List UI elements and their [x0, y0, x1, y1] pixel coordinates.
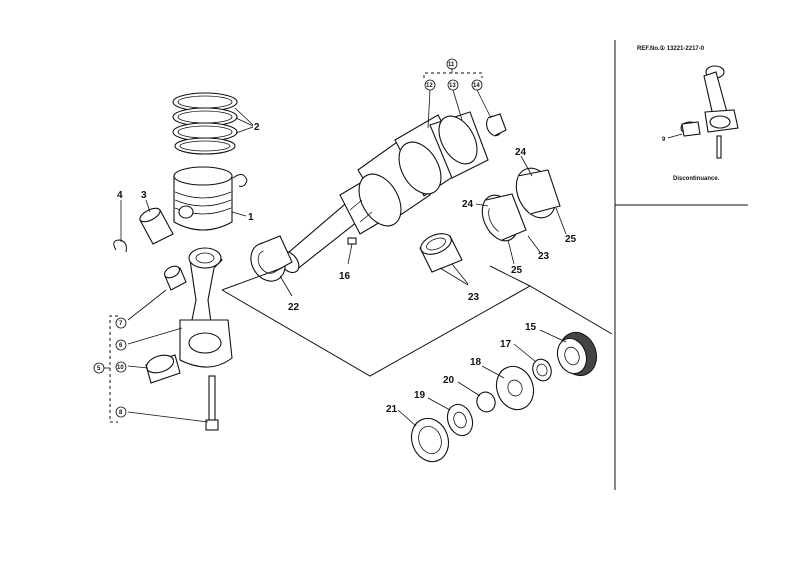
callout-18: 18 — [470, 357, 482, 368]
callout-19: 19 — [414, 390, 426, 401]
thrust-bearing-front — [481, 193, 527, 242]
piston — [173, 166, 233, 231]
snap-ring-right — [232, 174, 248, 187]
callout-13: 13 — [449, 83, 456, 89]
callout-12: 12 — [426, 83, 433, 89]
snap-ring — [113, 239, 127, 253]
thrust-bearing-rear — [515, 167, 561, 219]
callout-20: 20 — [443, 375, 455, 386]
o-ring — [476, 391, 496, 413]
callout-10: 10 — [117, 365, 124, 371]
callout-6: 6 — [119, 343, 123, 349]
callout-3: 3 — [141, 190, 147, 201]
callout-1: 1 — [248, 212, 254, 223]
front-bearing — [250, 235, 293, 282]
connecting-rod — [179, 247, 233, 368]
oil-seal — [410, 417, 450, 463]
collar — [495, 365, 535, 411]
callout-25-right: 25 — [565, 234, 577, 245]
piston-rings — [172, 92, 238, 155]
callout-23-bottom: 23 — [468, 292, 480, 303]
callout-16: 16 — [339, 271, 351, 282]
crank-gear-bushing — [486, 113, 507, 137]
callout-8: 8 — [119, 410, 123, 416]
callout-25-bottom: 25 — [511, 265, 523, 276]
crankpin-bearing — [145, 354, 181, 384]
connecting-rod-bolt — [205, 375, 219, 431]
callout-14: 14 — [473, 83, 480, 89]
small-end-bushing — [164, 265, 187, 291]
crankshaft-gear — [556, 331, 598, 377]
callout-labels: 2 1 3 4 7 6 10 8 5 11 12 13 14 24 24 25 … — [93, 58, 666, 418]
callout-22: 22 — [288, 302, 300, 313]
callout-24-left: 24 — [462, 199, 474, 210]
woodruff-key — [347, 237, 357, 245]
callout-15: 15 — [525, 322, 537, 333]
inset-discontinuance-note: Discontinuance. — [673, 176, 720, 182]
callout-9: 9 — [662, 137, 666, 143]
callout-7: 7 — [119, 321, 123, 327]
group-outline — [221, 285, 613, 377]
callout-2: 2 — [254, 122, 260, 133]
callout-5: 5 — [97, 366, 101, 372]
callout-11: 11 — [448, 62, 455, 68]
callout-21: 21 — [386, 404, 398, 415]
inset-connecting-rod — [680, 65, 739, 159]
main-bearing — [419, 233, 463, 273]
callout-24-top: 24 — [515, 147, 527, 158]
assembly-bracket — [109, 315, 118, 423]
piston-pin — [139, 207, 174, 245]
callout-23-right: 23 — [538, 251, 550, 262]
ball-bearing — [446, 403, 474, 437]
crankshaft — [278, 111, 489, 274]
washer — [532, 358, 552, 382]
top-bracket — [423, 72, 483, 78]
inset-reference-number: REF.No.① 13221-2217-0 — [637, 45, 705, 52]
callout-17: 17 — [500, 339, 512, 350]
callout-4: 4 — [117, 190, 123, 201]
